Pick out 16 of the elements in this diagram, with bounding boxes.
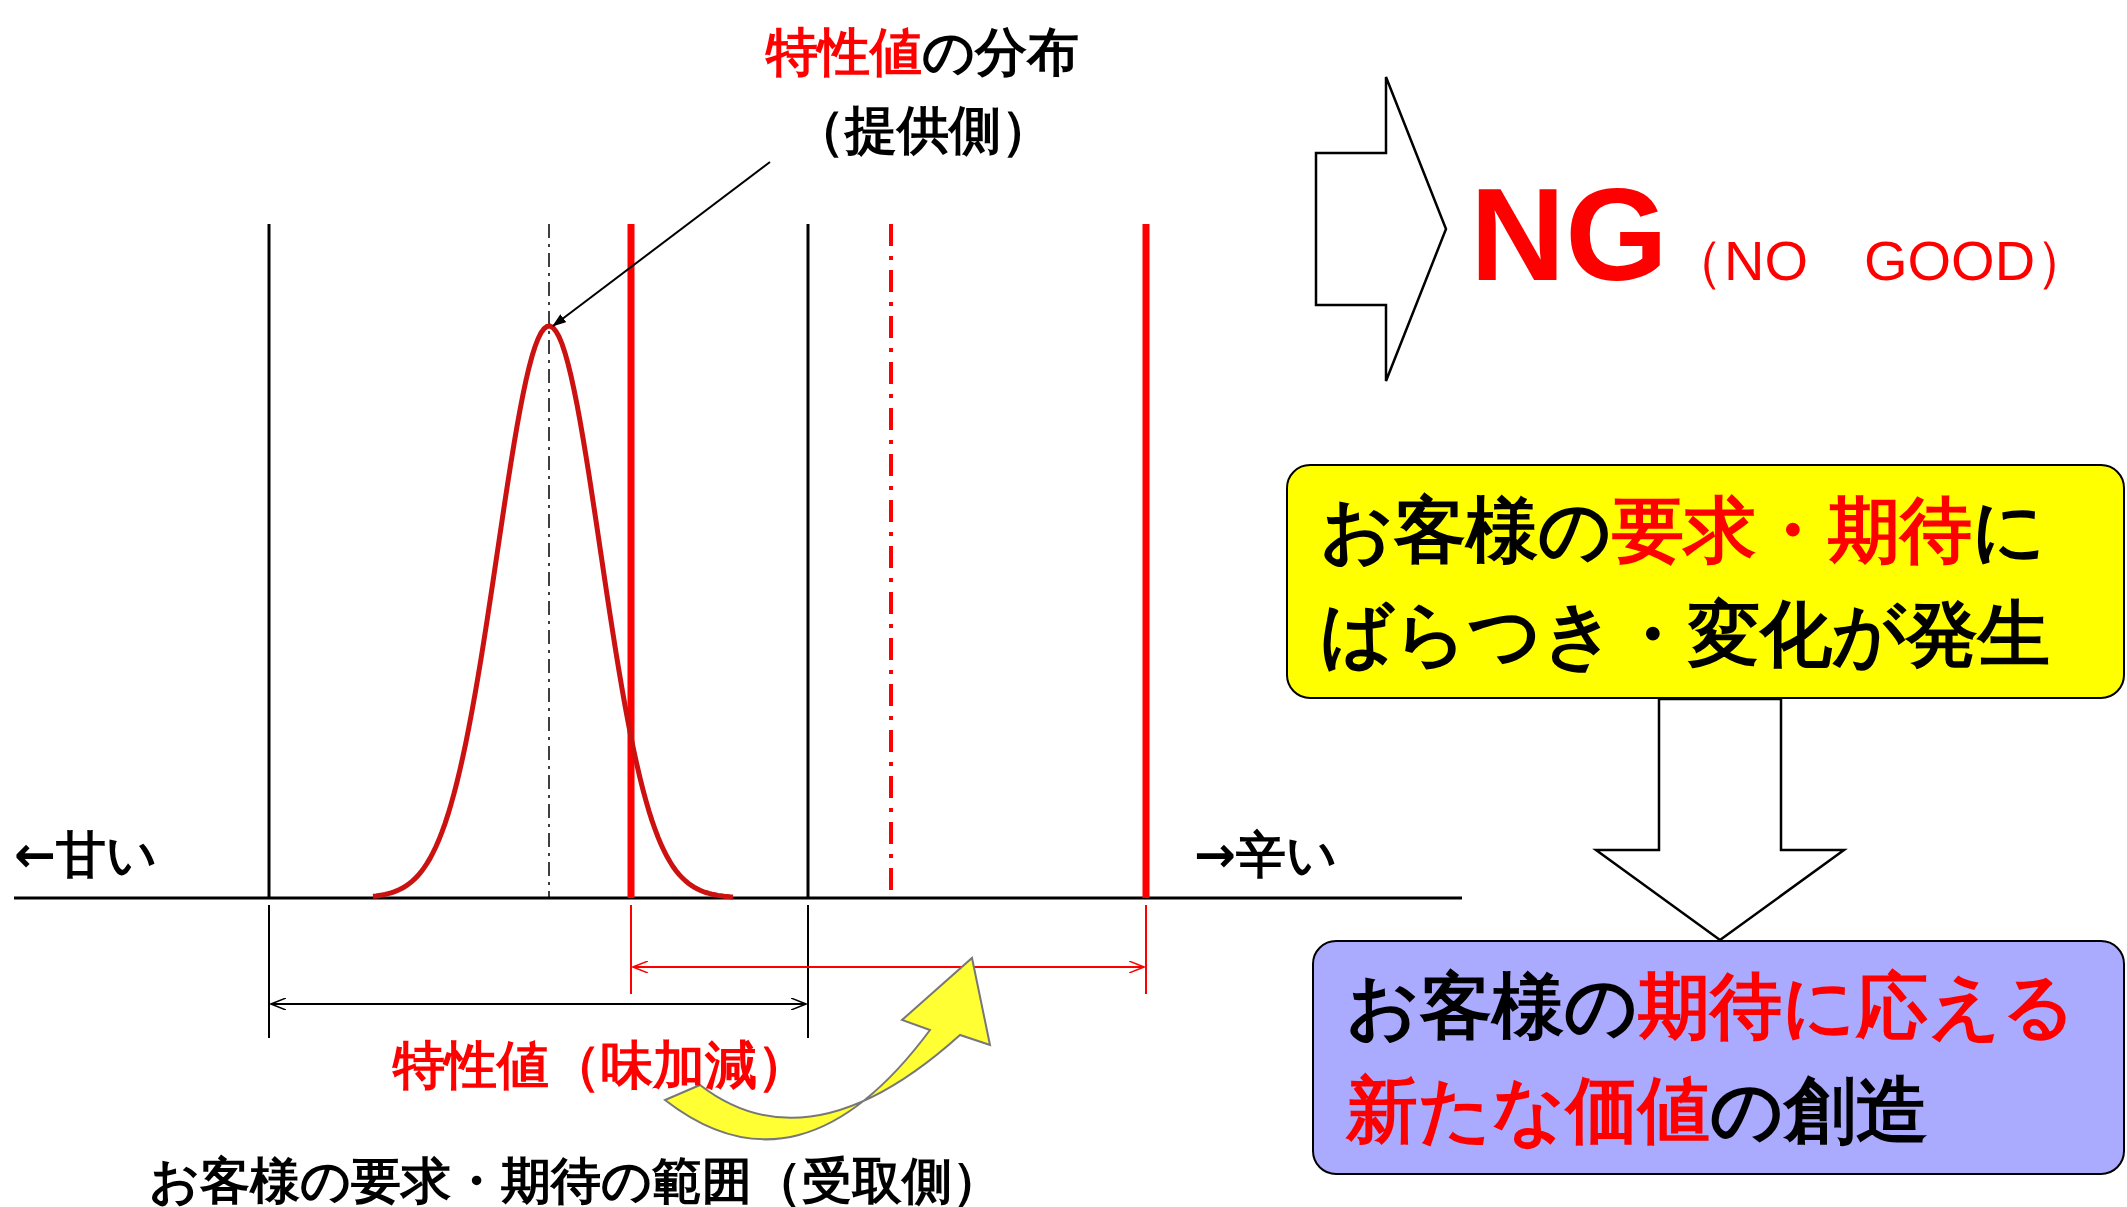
leader-line xyxy=(552,161,771,327)
axis-label: ←甘い xyxy=(14,825,157,886)
range-label: 特性値（味加減） xyxy=(393,1034,809,1097)
axis-label: →辛い xyxy=(1194,825,1337,886)
message-text: お客様の要求・期待にばらつき・変化が発生 xyxy=(1320,487,2051,678)
result-subtext: （NO GOOD） xyxy=(1668,229,2092,292)
callout-text: 特性値の分布 xyxy=(764,21,1080,84)
callout-subtext: （提供側） xyxy=(791,99,1054,162)
block-arrow xyxy=(1592,697,1848,942)
message-box xyxy=(1312,940,2125,1175)
block-arrow xyxy=(1314,75,1448,383)
message-text: お客様の期待に応える新たな価値の創造 xyxy=(1346,963,2077,1154)
message-box xyxy=(1286,464,2125,699)
distribution-curve xyxy=(372,323,734,900)
range-label: お客様の要求・期待の範囲（受取側） xyxy=(149,1151,1002,1207)
result-text: NG xyxy=(1470,161,1668,308)
